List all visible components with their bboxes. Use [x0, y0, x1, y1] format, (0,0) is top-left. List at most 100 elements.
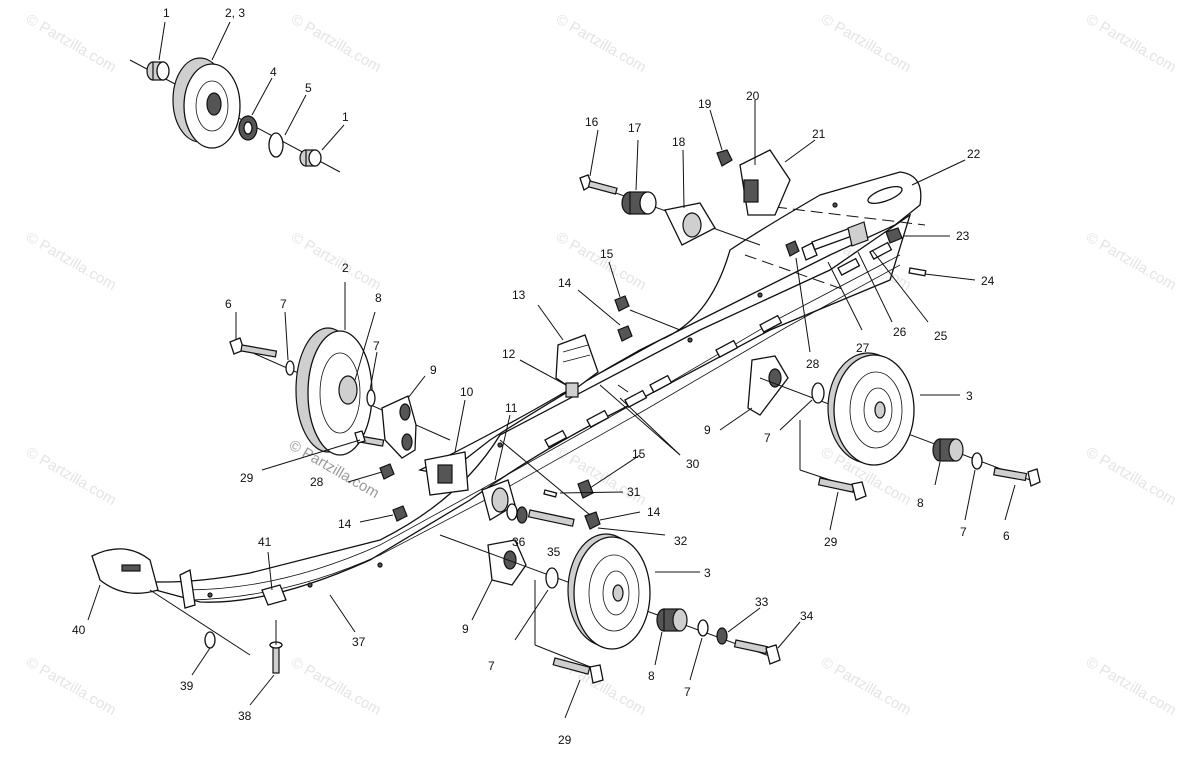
washer-part [366, 389, 376, 407]
front-wheel-assembly [229, 282, 451, 523]
watermark: © Partzilla.com [23, 11, 119, 76]
spacer-bushing-part [146, 61, 170, 81]
watermark: © Partzilla.com [1083, 444, 1179, 509]
callout-label: 39 [180, 679, 194, 693]
callout-label: 7 [764, 431, 771, 445]
washer-part [716, 627, 728, 645]
callout-label: 29 [824, 535, 838, 549]
callout-label: 9 [462, 622, 469, 636]
callout-label: 3 [704, 566, 711, 580]
center-hardware [499, 384, 681, 536]
middle-mount-assembly [519, 261, 681, 456]
callout-label: 6 [1003, 529, 1010, 543]
callout-label: 26 [893, 325, 907, 339]
bolt-part [354, 430, 385, 447]
watermark: © Partzilla.com [818, 654, 914, 719]
watermark: © Partzilla.com [288, 11, 384, 76]
callout-label: 7 [280, 297, 287, 311]
callout-label: 32 [674, 534, 688, 548]
callout-label: 9 [430, 363, 437, 377]
callout-label: 14 [647, 505, 661, 519]
axle-bracket-part [381, 395, 417, 459]
wheel-part [827, 352, 915, 466]
callout-label: 22 [967, 147, 981, 161]
callout-label: 17 [628, 121, 642, 135]
callout-label: 2, 3 [225, 6, 245, 20]
nut-part [379, 463, 395, 480]
nut-part [614, 295, 630, 312]
assembly-line [774, 206, 926, 226]
lower-wheel-assembly [439, 533, 801, 719]
callout-label: 3 [966, 389, 973, 403]
callout-label: 37 [352, 635, 366, 649]
block-part [664, 202, 716, 246]
callout-label: 24 [981, 274, 995, 288]
snap-ring-part [268, 132, 284, 158]
callout-label: 11 [505, 401, 518, 415]
watermark: © Partzilla.com [1083, 654, 1179, 719]
callout-label: 34 [800, 609, 814, 623]
watermark: © Partzilla.com [288, 654, 384, 719]
spacer-bushing-part [299, 149, 322, 167]
nut-part [716, 149, 733, 167]
bolt-part [817, 477, 867, 501]
callout-label: 8 [375, 291, 382, 305]
track-adjuster-assembly [785, 221, 976, 353]
callout-label: 7 [488, 659, 495, 673]
callout-label: 9 [704, 423, 711, 437]
spacer-part [932, 438, 964, 462]
washer-part [516, 506, 528, 524]
callout-label: 7 [373, 339, 380, 353]
watermark: © Partzilla.com [23, 654, 119, 719]
bearing-part [238, 115, 258, 141]
front-tip-assembly [87, 548, 356, 706]
pin-part [543, 489, 558, 498]
nut-part [392, 505, 408, 522]
watermark: © Partzilla.com [23, 229, 119, 294]
callout-label: 23 [956, 229, 970, 243]
nut-part [617, 325, 633, 342]
washer-part [506, 503, 518, 521]
watermark: © Partzilla.com [288, 229, 384, 294]
callout-label: 35 [547, 545, 561, 559]
bolt-part [552, 657, 604, 684]
callout-label: 41 [258, 535, 272, 549]
callout-label: 19 [698, 97, 712, 111]
adjuster-bolt-part [801, 221, 869, 261]
mount-bracket-part [555, 334, 599, 391]
washer-part [811, 382, 825, 404]
callout-label: 8 [648, 669, 655, 683]
callout-label: 29 [558, 733, 572, 747]
callout-label: 2 [342, 261, 349, 275]
callout-label: 15 [632, 447, 646, 461]
callout-label: 15 [600, 247, 614, 261]
callout-label: 5 [305, 81, 312, 95]
bolt-part [733, 639, 781, 665]
axle-bracket-part [747, 355, 789, 416]
rivet-part [204, 631, 216, 649]
watermark: © Partzilla.com [23, 444, 119, 509]
callout-label: 28 [806, 357, 820, 371]
callout-label: 1 [342, 110, 349, 124]
washer-part [697, 619, 709, 637]
nut-part [584, 511, 601, 530]
washer-part [285, 360, 295, 376]
callout-label: 14 [338, 517, 352, 531]
watermark: © Partzilla.com [553, 11, 649, 76]
callout-label: 7 [960, 525, 967, 539]
nut-part [885, 227, 903, 244]
rear-mount-assembly [579, 100, 966, 246]
callout-label: 20 [746, 89, 760, 103]
spacer-part [621, 191, 657, 215]
bolt-part [229, 337, 278, 358]
washer-part [545, 567, 559, 589]
screw-part [269, 641, 283, 674]
callout-label: 7 [684, 685, 691, 699]
callout-label: 8 [917, 496, 924, 510]
idler-wheel-part [172, 57, 241, 149]
watermark: © Partzilla.com [1083, 11, 1179, 76]
callout-label: 36 [512, 535, 526, 549]
pin-part [908, 267, 927, 277]
wheel-part [567, 533, 651, 650]
